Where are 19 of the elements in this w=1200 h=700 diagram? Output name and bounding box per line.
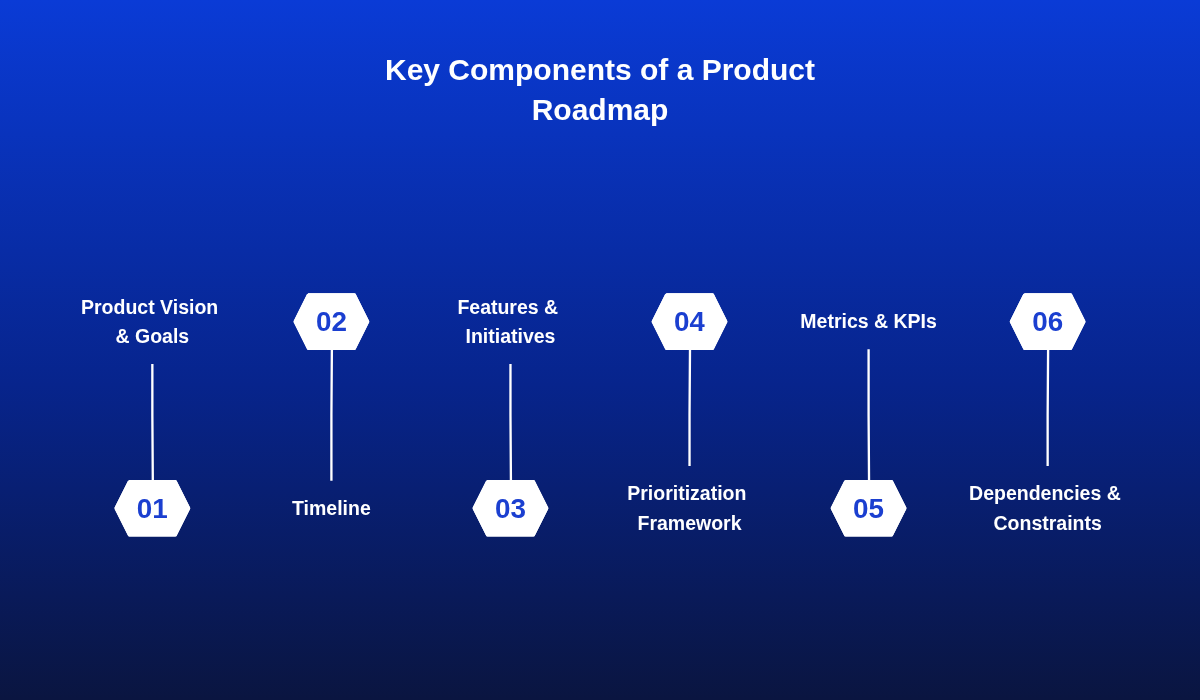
component-label: Prioritization Framework [627, 482, 747, 534]
number-hexagon: 02 [293, 293, 370, 350]
component-label: Dependencies & Constraints [969, 482, 1121, 534]
title: Key Components of a Product Roadmap [383, 52, 816, 128]
number-hexagon: 03 [472, 479, 549, 537]
leader-line [151, 363, 154, 482]
leader-line [1046, 349, 1050, 467]
number-hexagon: 05 [830, 479, 907, 537]
number-hexagon: 06 [1009, 293, 1086, 350]
component-label: Features & Initiatives [457, 296, 559, 347]
leader-line [688, 349, 692, 467]
component-label: Metrics & KPIs [800, 310, 937, 333]
leader-line [867, 349, 871, 482]
component-label: Timeline [292, 497, 371, 519]
leader-line [330, 349, 334, 481]
component-label: Product Vision & Goals [81, 296, 219, 347]
number-hexagon: 01 [114, 479, 191, 537]
number-hexagon: 04 [651, 293, 728, 350]
leader-line [509, 363, 513, 482]
